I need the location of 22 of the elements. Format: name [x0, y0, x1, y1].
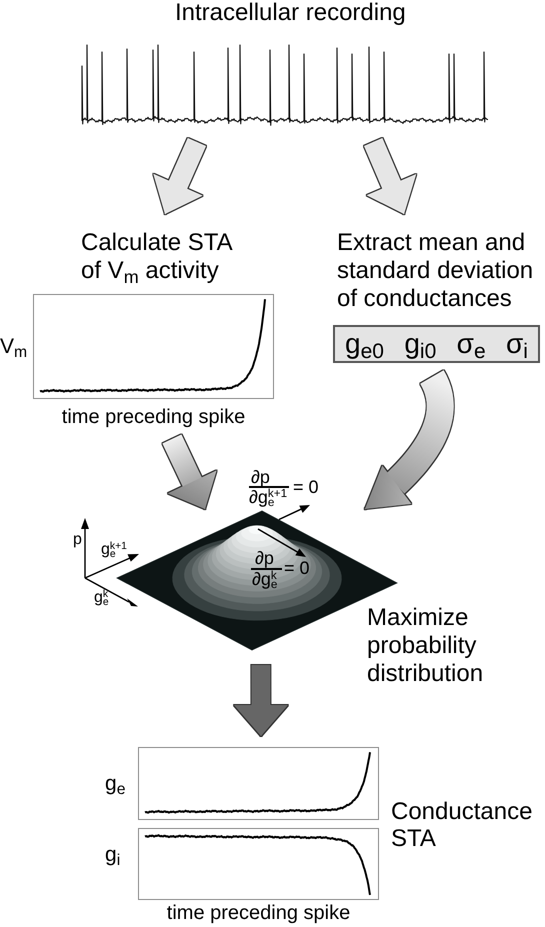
equation-value: = 0: [284, 559, 310, 577]
block-arrow: [234, 664, 288, 736]
step-label: Calculate STA of V$_{m}$ activity: [81, 229, 241, 285]
parameter-box: [333, 325, 540, 363]
axis-label: p: [73, 532, 82, 548]
heading: Intracellular recording: [175, 0, 406, 26]
block-arrow: [364, 370, 454, 510]
axis-label: V$_{m}$: [0, 335, 28, 359]
step-label: Extract mean and standard deviation of conductances: [337, 229, 542, 313]
fraction-numerator: ∂p: [251, 468, 270, 486]
equation-value: = 0: [293, 478, 319, 496]
axis-label: g$_{i}$: [105, 843, 120, 867]
axis-label: time preceding spike: [60, 405, 246, 429]
step-label: Conductance STA: [391, 798, 534, 852]
parameter-symbol: σ$_{e}$: [456, 329, 486, 359]
parameter-symbol: g$_{i0}$: [404, 329, 436, 359]
axis-label: time preceding spike: [166, 901, 352, 925]
parameter-symbol: g$_{e0}$: [345, 329, 384, 359]
fraction-numerator: ∂p: [255, 549, 274, 567]
step-label: Maximize probability distribution: [367, 604, 484, 688]
parameter-symbol: σ$_{i}$: [506, 329, 528, 359]
axis-label: g$_{e}$: [105, 772, 126, 796]
